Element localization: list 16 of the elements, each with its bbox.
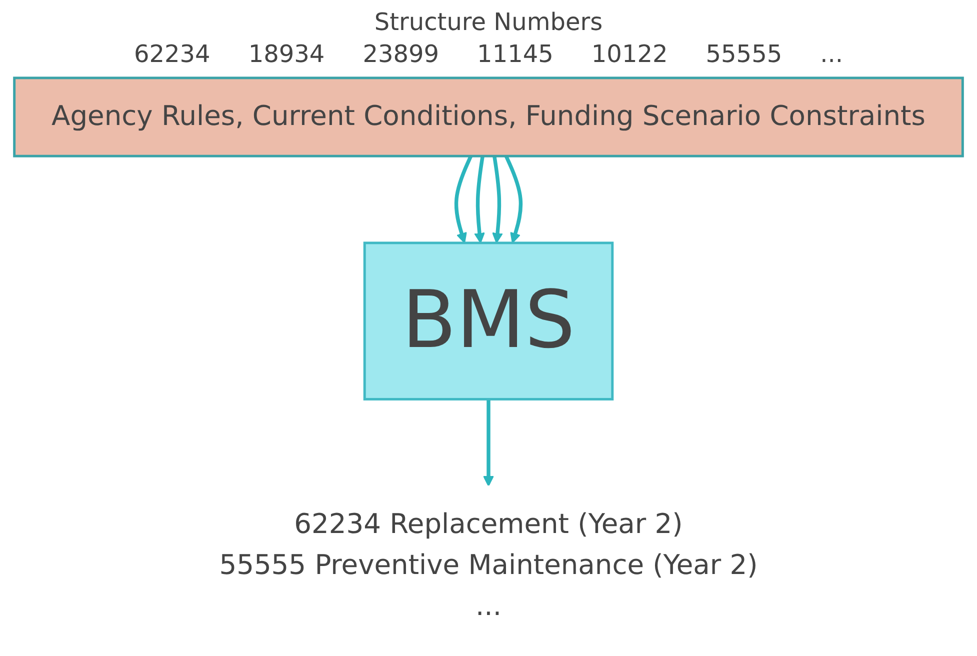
heading: Structure Numbers xyxy=(374,8,603,36)
arrow xyxy=(504,155,523,244)
node-box: BMS xyxy=(363,242,614,400)
structure-number: 11145 xyxy=(477,40,554,68)
structure-number: ... xyxy=(820,40,844,68)
structure-number: 62234 xyxy=(134,40,210,68)
node-box: Agency Rules, Current Conditions, Funding Scenario Constraints xyxy=(13,76,964,158)
arrow xyxy=(474,156,485,244)
arrow xyxy=(483,399,494,487)
structure-number: 10122 xyxy=(591,40,668,68)
arrow xyxy=(492,156,503,244)
node-text: 62234 Replacement (Year 2) 55555 Preventive Maintenance (Year 2) ... xyxy=(219,510,758,623)
structure-number: 18934 xyxy=(248,40,325,68)
structure-number: 55555 xyxy=(706,40,782,68)
arrow xyxy=(454,155,473,244)
structure-number: 23899 xyxy=(362,40,440,68)
